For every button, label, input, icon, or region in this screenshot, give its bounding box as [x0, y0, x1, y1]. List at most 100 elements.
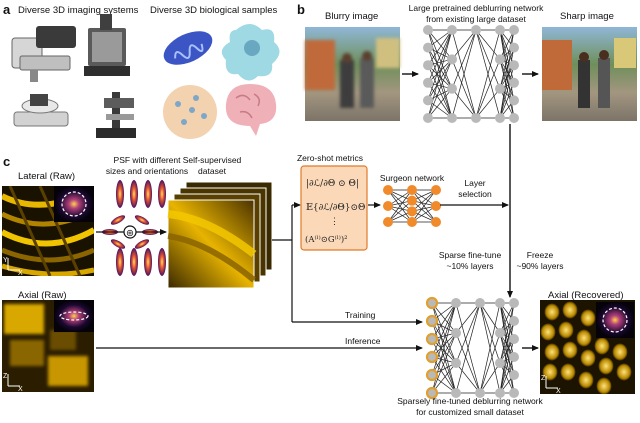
final-network-caption-line2: for customized small dataset [416, 407, 524, 417]
freeze-label-line1: Freeze [527, 250, 554, 260]
network-edge [455, 302, 481, 364]
axial-recovered-axis-z: Z [541, 375, 546, 382]
network-node [383, 185, 393, 195]
network-node [495, 83, 505, 94]
network-edge [431, 332, 457, 394]
network-edge [387, 189, 413, 212]
network-edge [499, 29, 515, 60]
panel-c-label: c [3, 154, 10, 169]
recovered-cell [540, 322, 557, 342]
network-node [509, 352, 519, 362]
network-edge [499, 332, 515, 394]
network-edge [411, 189, 437, 212]
network-node [509, 42, 519, 53]
network-edge [431, 362, 457, 394]
recovered-cell [561, 300, 579, 320]
axial-raw-axis-x: X [18, 386, 23, 393]
network-edge [499, 59, 515, 101]
network-edge [499, 47, 515, 119]
network-edge [499, 332, 515, 376]
network-node [471, 25, 481, 35]
layer-selection-line1: Layer [464, 178, 485, 188]
network-edge [427, 64, 453, 89]
network-edge [431, 302, 457, 334]
network-node [509, 298, 519, 308]
psf-kernel [158, 248, 166, 276]
network-node [495, 298, 505, 308]
dataset-label-line2: dataset [198, 166, 227, 176]
lateral-fft-inset [54, 186, 94, 222]
psf-kernel [144, 180, 152, 208]
network-node [407, 195, 417, 206]
network-node [475, 298, 485, 308]
network-edge [427, 29, 453, 60]
recovered-cell [557, 320, 575, 340]
network-node [495, 328, 505, 338]
sharp-image [542, 27, 637, 121]
network-node [431, 217, 441, 227]
network-node [495, 54, 505, 65]
zeroshot-metrics-box: |∂ℒ/∂Θ ⊙ Θ| 𝔼{∂ℒ/∂Θ}⊙Θ ⋮ (A⁽ˡ⁾⊙G⁽ˡ⁾)² [300, 165, 368, 251]
dataset-label-line1: Self-supervised [183, 155, 242, 165]
network-node [509, 113, 519, 123]
imaging-systems-title: Diverse 3D imaging systems [18, 5, 139, 16]
recovered-cell [615, 362, 633, 382]
training-label: Training [345, 310, 376, 320]
network-node [475, 388, 485, 398]
network-edge [499, 362, 515, 394]
recovered-cell [611, 342, 629, 362]
psf-kernel [110, 215, 126, 225]
panel-b-label: b [297, 2, 305, 17]
network-edge [451, 88, 477, 119]
recovered-cell [579, 348, 597, 368]
sparse-finetune-line1: Sparse fine-tune [439, 250, 502, 260]
psf-kernel [110, 239, 126, 249]
axial-recovered-axis-x: X [556, 388, 561, 395]
axial-recovered-fft-inset [596, 302, 634, 338]
pretrained-network-caption-line2: from existing large dataset [426, 14, 526, 24]
microscope-icon [11, 26, 76, 82]
network-node [451, 388, 461, 398]
network-edge [427, 29, 453, 101]
network-edge [427, 29, 453, 83]
blurry-image [305, 27, 400, 121]
network-node [447, 25, 457, 35]
network-node [383, 201, 393, 211]
network-node [451, 298, 461, 308]
microscope-icon [96, 92, 136, 138]
network-edge [427, 59, 453, 101]
network-edge [499, 338, 515, 394]
network-node [509, 388, 519, 398]
psf-kernel [134, 215, 150, 225]
network-edge [499, 302, 515, 364]
network-node [495, 358, 505, 368]
network-node [509, 95, 519, 106]
network-node [425, 368, 439, 382]
network-node [431, 185, 441, 195]
axial-raw-fft-inset [54, 300, 94, 332]
recovered-cell [597, 356, 615, 376]
network-node [451, 328, 461, 338]
network-edge [499, 320, 515, 364]
network-edge [479, 362, 501, 394]
cell-icon [221, 24, 280, 81]
network-edge [479, 332, 501, 394]
network-edge [475, 29, 501, 60]
mitochondrion-icon [163, 31, 213, 65]
network-edge [451, 29, 477, 60]
network-node [447, 113, 457, 123]
cell-icon [163, 85, 217, 139]
network-edge [431, 302, 457, 340]
network-node [423, 113, 433, 123]
psf-kernels [102, 180, 166, 276]
network-edge [499, 356, 515, 394]
network-edge [427, 59, 453, 84]
psf-label-line2: sizes and orientations [106, 166, 188, 176]
network-node [495, 25, 505, 35]
network-edge [479, 302, 501, 394]
network-edge [427, 47, 453, 89]
network-edge [387, 189, 413, 223]
psf-kernel [134, 239, 150, 249]
brain-icon [225, 84, 277, 136]
network-edge [499, 302, 515, 334]
